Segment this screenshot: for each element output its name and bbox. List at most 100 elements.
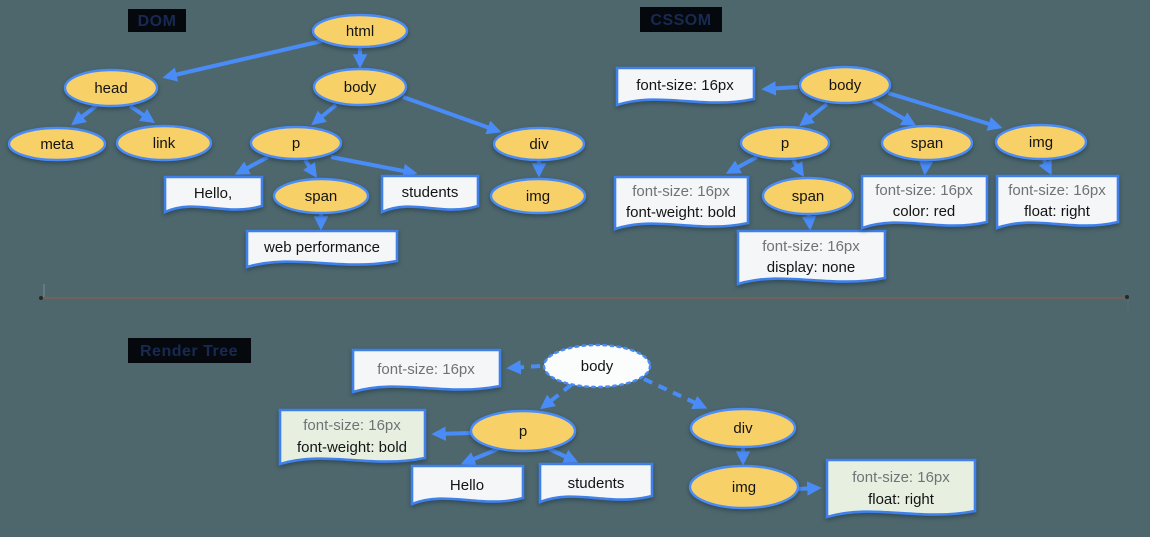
render-rule-body-line1: font-size: 16px: [377, 361, 475, 378]
dom-edge-html-head: [162, 39, 323, 82]
render-textbox-students: [538, 462, 654, 504]
dom-node-body: [312, 67, 408, 107]
dom-node-link-label: link: [153, 135, 176, 152]
render-rule-p-line2: font-weight: bold: [297, 439, 407, 456]
cssom-rule-img-line2: float: right: [1024, 203, 1091, 220]
dom-node-html: [311, 13, 409, 49]
dom-label-text: DOM: [138, 13, 177, 30]
cssom-label-text: CSSOM: [650, 12, 711, 29]
render-textbox-hello: [410, 464, 525, 506]
cssom-rule-span-child-line1: font-size: 16px: [762, 238, 860, 255]
render-textbox-hello-label: Hello: [450, 477, 484, 494]
dom-node-meta: [7, 126, 107, 162]
dom-node-p: [249, 125, 343, 161]
cssom-rule-span-child-line2: display: none: [767, 259, 855, 276]
cssom-edge-body-rule: [761, 81, 799, 96]
dom-edge-head-link: [128, 104, 155, 124]
dom-node-span: [272, 177, 370, 215]
cssom-node-p: [739, 125, 831, 161]
render-node-body-label: body: [581, 358, 614, 375]
cssom-rule-span-line1: font-size: 16px: [875, 182, 973, 199]
render-node-p-label: p: [519, 423, 527, 440]
cssom-node-img-label: img: [1029, 134, 1053, 151]
cssom-node-body-label: body: [829, 77, 862, 94]
render-edge-body-rule: [506, 360, 541, 375]
cssom-rule-img-line1: font-size: 16px: [1008, 182, 1106, 199]
render-node-div: [689, 407, 797, 449]
dom-node-html-label: html: [346, 23, 374, 40]
dom-edge-p-students: [330, 155, 418, 179]
render-edge-p-students: [548, 447, 579, 464]
cssom-edge-span-rule: [918, 160, 934, 176]
dom-textbox-webperf: [245, 229, 399, 269]
cssom-rule-p-line1: font-size: 16px: [632, 183, 730, 200]
dom-node-body-label: body: [344, 79, 377, 96]
dom-edge-body-div: [402, 95, 502, 135]
render-rule-img-line1: font-size: 16px: [852, 469, 950, 486]
render-textbox-students-label: students: [568, 475, 625, 492]
cssom-rule-body-line1: font-size: 16px: [636, 77, 734, 94]
cssom-node-p-label: p: [781, 135, 789, 152]
cssom-node-span-child-label: span: [792, 188, 825, 205]
cssom-rule-span-line2: color: red: [893, 203, 956, 220]
render-node-body: [542, 343, 652, 389]
cssom-node-span-label: span: [911, 135, 944, 152]
dom-section-label: DOM: [128, 9, 186, 32]
render-node-img-label: img: [732, 479, 756, 496]
cssom-node-span: [880, 124, 974, 162]
dom-edge-p-span: [303, 158, 317, 178]
dom-textbox-students: [380, 174, 480, 215]
render-edge-body-div: [643, 377, 708, 409]
cssom-rulebox-span-child: [736, 229, 887, 286]
cssom-edge-spanchild-rule: [801, 214, 817, 231]
cssom-node-img: [994, 123, 1088, 161]
dom-node-div: [492, 126, 586, 162]
render-edge-p-hello: [460, 447, 499, 466]
render-rulebox-p: [278, 408, 427, 466]
dom-textbox-students-label: students: [402, 184, 459, 201]
cssom-edge-img-rule: [1038, 159, 1052, 176]
cssom-rulebox-span: [860, 174, 989, 230]
render-edge-p-rule: [431, 426, 473, 441]
render-rulebox-img: [825, 458, 977, 519]
cssom-node-span-child: [761, 176, 855, 216]
render-node-p: [469, 409, 577, 453]
dom-node-meta-label: meta: [40, 136, 74, 153]
dom-node-head: [63, 68, 159, 108]
dom-tree: DOM html head body meta link p div span …: [7, 9, 587, 269]
render-rulebox-body: [351, 348, 502, 394]
render-rule-p-line1: font-size: 16px: [303, 417, 401, 434]
dom-edge-head-meta: [71, 104, 98, 126]
dom-edge-p-hello: [234, 155, 269, 175]
dom-node-link: [115, 124, 213, 162]
render-rule-img-line2: float: right: [868, 491, 935, 508]
render-node-img: [688, 464, 800, 510]
cssom-edge-body-p: [799, 102, 829, 127]
cssom-node-body: [798, 65, 892, 105]
dom-node-span-label: span: [305, 188, 338, 205]
cssom-edge-body-span: [872, 99, 917, 126]
render-node-div-label: div: [733, 420, 753, 437]
dom-textbox-hello-label: Hello,: [194, 185, 232, 202]
dom-node-head-label: head: [94, 80, 127, 97]
render-tree-label-text: Render Tree: [140, 343, 238, 360]
cssom-rulebox-img: [995, 174, 1120, 230]
render-tree-section-label: Render Tree: [128, 338, 251, 363]
dom-node-img-label: img: [526, 188, 550, 205]
cssom-tree: CSSOM body p span img span font-size: 16…: [613, 7, 1120, 286]
cssom-edge-body-img: [887, 91, 1003, 131]
cssom-rulebox-p: [613, 175, 750, 231]
dom-node-img: [489, 177, 587, 215]
dom-node-div-label: div: [529, 136, 549, 153]
dom-node-p-label: p: [292, 135, 300, 152]
cssom-edge-p-spanchild: [790, 158, 804, 178]
cssom-rule-p-line2: font-weight: bold: [626, 204, 736, 221]
dom-textbox-webperf-label: web performance: [263, 239, 380, 256]
render-edge-img-rule: [796, 481, 822, 496]
dom-textbox-hello: [163, 175, 264, 215]
cssom-rulebox-body: [615, 66, 756, 107]
cssom-edge-p-rule: [725, 155, 758, 174]
section-divider: [39, 284, 1129, 312]
